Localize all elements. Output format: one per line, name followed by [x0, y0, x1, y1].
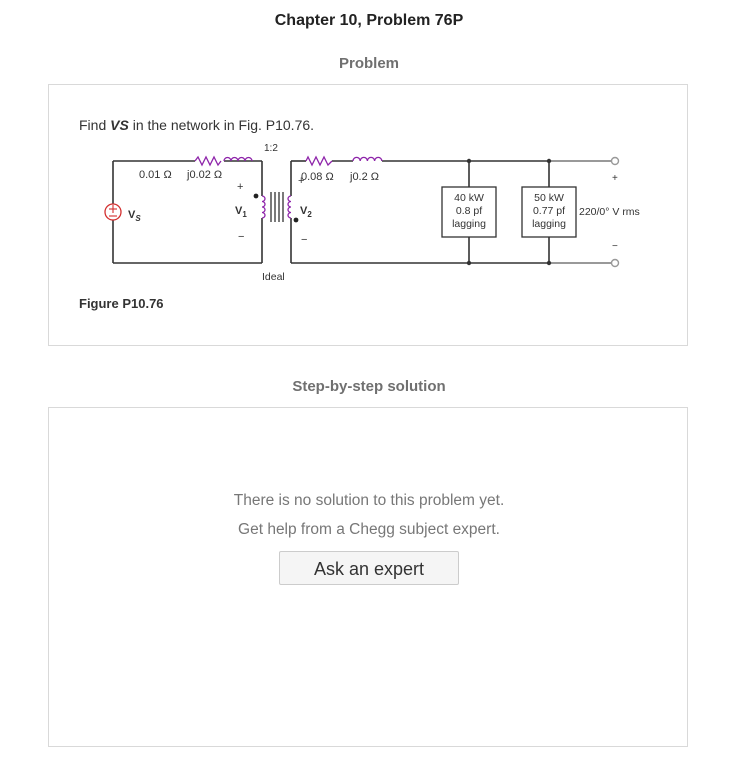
- load2-power: 50 kW: [534, 192, 564, 204]
- resistor-r2: [305, 155, 333, 167]
- v2-label: V2: [300, 205, 312, 219]
- load1-power: 40 kW: [454, 192, 484, 204]
- output-voltage-label: 220/0° V rms: [579, 206, 640, 218]
- problem-text-prefix: Find: [79, 117, 111, 133]
- no-solution-message: There is no solution to this problem yet…: [49, 486, 689, 544]
- expert-help-line: Get help from a Chegg subject expert.: [238, 521, 500, 538]
- load-box-2: [521, 186, 577, 238]
- load2-pf: 0.77 pf: [533, 205, 565, 217]
- load2-lagging: lagging: [532, 218, 566, 230]
- problem-variable: VS: [110, 117, 129, 133]
- problem-panel: Find VS in the network in Fig. P10.76.: [48, 84, 688, 346]
- figure-label: Figure P10.76: [79, 296, 164, 311]
- v1-label: V1: [235, 205, 247, 219]
- v1-plus: +: [237, 181, 243, 193]
- output-minus: −: [612, 241, 618, 252]
- ideal-label: Ideal: [262, 271, 285, 283]
- v2-minus: −: [301, 234, 307, 246]
- page-title: Chapter 10, Problem 76P: [274, 12, 464, 29]
- r1-label: 0.01 Ω: [139, 169, 172, 181]
- dot-primary: [253, 193, 259, 199]
- source-label: VS: [128, 209, 141, 223]
- load1-lagging: lagging: [452, 218, 486, 230]
- dot-secondary: [293, 217, 299, 223]
- resistor-r1: [194, 155, 222, 167]
- solution-panel: There is no solution to this problem yet…: [48, 407, 688, 747]
- solution-heading: Step-by-step solution: [292, 378, 446, 395]
- r2-label: 0.08 Ω: [301, 171, 334, 183]
- ask-expert-button[interactable]: Ask an expert: [279, 551, 459, 585]
- transformer-secondary-coil: [287, 195, 292, 219]
- output-plus: +: [612, 173, 618, 184]
- v2-plus: +: [298, 175, 304, 187]
- v1-minus: −: [238, 231, 244, 243]
- x2-label: j0.2 Ω: [349, 171, 379, 183]
- problem-heading: Problem: [338, 55, 399, 72]
- inductor-x1: [223, 156, 253, 162]
- load1-pf: 0.8 pf: [456, 205, 482, 217]
- circuit-diagram: 0.01 Ω j0.02 Ω 1:2 0.08 Ω j0.2 Ω VS + V1…: [104, 143, 640, 283]
- transformer-primary-coil: [261, 195, 266, 219]
- load-box-1: [441, 186, 497, 238]
- no-solution-line: There is no solution to this problem yet…: [233, 492, 505, 509]
- inductor-x2: [352, 156, 383, 162]
- x1-label: j0.02 Ω: [186, 169, 222, 181]
- turns-ratio-label: 1:2: [264, 143, 278, 154]
- problem-statement: Find VS in the network in Fig. P10.76.: [79, 117, 314, 133]
- problem-text-suffix: in the network in Fig. P10.76.: [128, 117, 315, 133]
